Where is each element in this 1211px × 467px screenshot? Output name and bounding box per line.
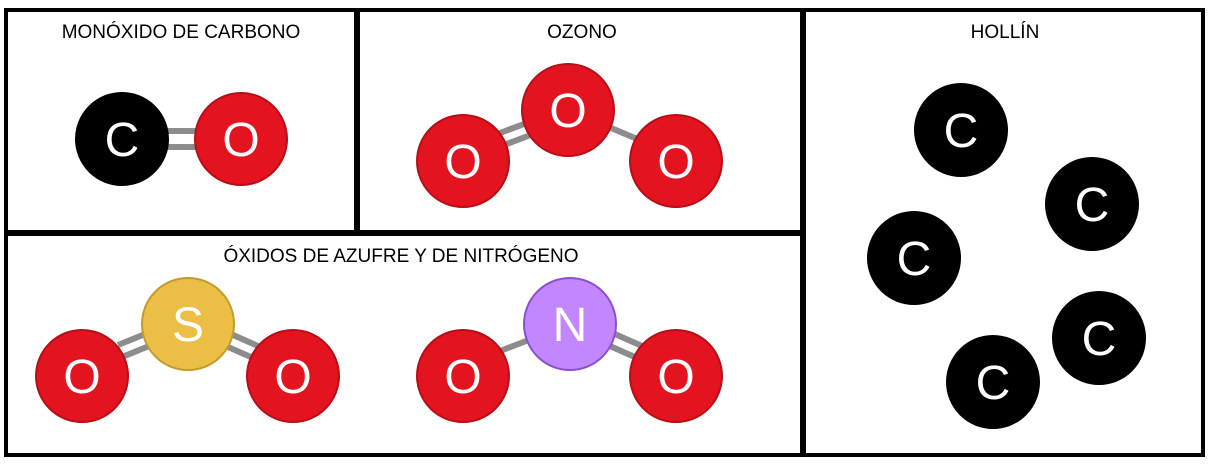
sulfur-atom: S: [141, 277, 235, 371]
oxygen-atom: O: [629, 329, 723, 423]
panel-frames: [4, 8, 1205, 457]
carbon-atom: C: [75, 92, 169, 186]
carbon-atom: C: [867, 211, 961, 305]
oxygen-atom: O: [521, 63, 615, 157]
oxygen-atom: O: [194, 92, 288, 186]
carbon-atom-symbol: C: [1082, 313, 1117, 366]
carbon-atom-symbol: C: [1075, 179, 1110, 232]
panel-soot-frame: [802, 8, 1205, 457]
panel-ozone-title: OZONO: [547, 22, 617, 43]
oxygen-atom: O: [35, 329, 129, 423]
carbon-atom-symbol: C: [897, 233, 932, 286]
oxygen-atom-symbol: O: [63, 351, 100, 404]
carbon-atom-symbol: C: [976, 357, 1011, 410]
panel-oxides-title: ÓXIDOS DE AZUFRE Y DE NITRÓGENO: [223, 245, 578, 267]
carbon-atom-symbol: C: [944, 105, 979, 158]
panel-co-title: MONÓXIDO DE CARBONO: [62, 21, 301, 43]
oxygen-atom: O: [416, 329, 510, 423]
nitrogen-atom: N: [523, 277, 617, 371]
oxygen-atom: O: [416, 114, 510, 208]
oxygen-atom-symbol: O: [444, 351, 481, 404]
carbon-atom: C: [1045, 157, 1139, 251]
atoms: C O O O O O S O: [35, 63, 1146, 429]
oxygen-atom-symbol: O: [222, 114, 259, 167]
oxygen-atom: O: [246, 329, 340, 423]
oxygen-atom-symbol: O: [274, 351, 311, 404]
carbon-atom: C: [914, 83, 1008, 177]
oxygen-atom-symbol: O: [444, 136, 481, 189]
oxygen-atom-symbol: O: [657, 136, 694, 189]
carbon-atom: C: [1052, 291, 1146, 385]
carbon-atom-symbol: C: [105, 114, 140, 167]
panel-soot-title: HOLLÍN: [971, 22, 1040, 43]
oxygen-atom-symbol: O: [657, 351, 694, 404]
sulfur-atom-symbol: S: [172, 299, 204, 352]
nitrogen-atom-symbol: N: [553, 299, 588, 352]
oxygen-atom: O: [629, 114, 723, 208]
carbon-atom: C: [946, 335, 1040, 429]
oxygen-atom-symbol: O: [549, 85, 586, 138]
panel-co-frame: [4, 8, 358, 234]
